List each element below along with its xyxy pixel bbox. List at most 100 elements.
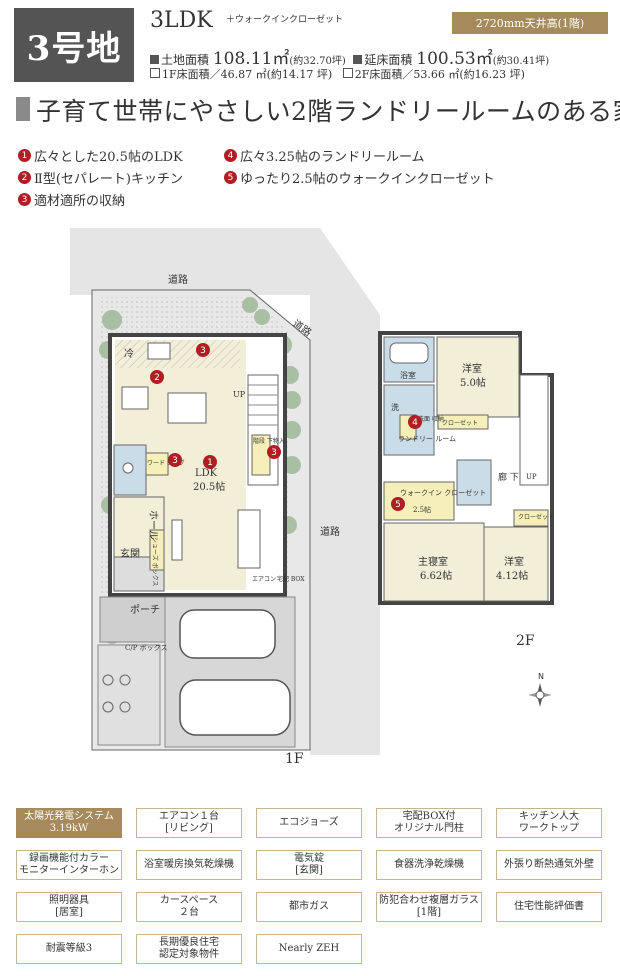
wic-label: ウォークイン クローゼット [400,488,486,497]
ldk-size-label: 20.5帖 [193,480,225,493]
land-area-value: 108.11㎡ [212,49,290,69]
bicycle-icon [102,674,131,713]
marker-4-icon: 4 [224,149,237,162]
bicycle-parking [97,644,161,746]
floor-area-tsubo: (約30.41坪) [492,56,550,67]
car-icon-2 [179,679,291,736]
floor-plan: 道路 道路 道路 冷 UP C/P ボックス LDK 20.5帖 ホ [70,228,554,767]
corridor-label: 廊 下 [498,471,519,483]
tag-intercom: 録画機能付カラー モニターインターホン [16,850,122,880]
tag-solar-power: 太陽光発電システム 3.19kW [16,808,122,838]
marker-3-text: 3 [172,456,178,466]
master-bedroom-size: 6.62帖 [420,569,452,582]
floor-area-breakdown: 1F床面積／46.87 ㎡(約14.17 坪) 2F床面積／53.66 ㎡(約1… [150,66,525,82]
headline: 子育て世帯にやさしい2階ランドリールームのある家 [36,97,620,126]
marker-3-text: 3 [200,346,206,356]
aircon-label: エアコン [252,576,276,583]
entrance-label: 玄関 [120,547,140,560]
stairs-2f-up-label: UP [526,473,537,481]
square-bullet-icon [353,55,363,64]
tag-electric-lock: 電気錠 [玄関] [256,850,362,880]
shoe-box-label: シューズ ボックス [151,537,159,586]
wardrobe-label: ワード ローブ [147,459,185,467]
wash-label: 洗 [391,402,399,412]
stair-treads [248,384,278,426]
porch-label: ポーチ [130,604,160,616]
delivery-box-label: 宅配 BOX [277,575,305,583]
tv-board-icon [171,519,183,561]
porch [99,596,166,643]
feature-text: Ⅱ型(セパレート)キッチン [34,172,183,187]
western-2-label: 洋室 [504,555,524,568]
wic-size-label: 2.5帖 [413,505,431,514]
tag-nearly-zeh: Nearly ZEH [256,934,362,964]
plan-type-sub: ＋ウォークインクローゼット [226,15,344,25]
feature-text: 広々3.25帖のランドリールーム [240,150,425,165]
lot-number-badge: 3号地 [14,8,134,82]
marker-5-icon [391,497,405,511]
marker-3-icon [196,343,210,357]
closet-1 [437,414,489,430]
feature-text: 広々とした20.5帖のLDK [34,150,183,165]
cp-box-label: C/P ボックス [125,644,167,652]
marker-1-text: 1 [207,458,213,468]
marker-5-icon: 5 [224,171,237,184]
land-area-tsubo: (約32.70坪) [289,56,346,67]
western-1-label: 洋室 [462,362,482,375]
marker-4-icon [408,415,422,429]
wardrobe [145,452,169,476]
closet-label: クローゼット [442,419,478,427]
toilet-icon [122,462,134,474]
washroom-storage-label: 洗面 収納 [418,415,444,423]
bath-label: 浴室 [400,370,416,380]
hall-label: ホール [147,510,159,540]
marker-4-text: 4 [412,418,418,428]
tag-lighting: 照明器具 [居室] [16,892,122,922]
floor-2f-label: 2F [516,633,535,649]
first-floor-area: 1F床面積／46.87 ㎡(約14.17 坪) [162,68,333,81]
area-summary: 土地面積 108.11㎡(約32.70坪) 延床面積 100.53㎡(約30.4… [150,44,549,69]
marker-1-icon: 1 [18,149,31,162]
square-outline-icon [342,68,353,78]
road-area [70,228,380,755]
marker-3-icon: 3 [18,193,31,206]
laundry-label: ランドリー ルーム [398,435,456,443]
master-bedroom-label: 主寝室 [418,555,448,568]
western-2-size: 4.12帖 [496,569,528,582]
tag-delivery-box: 宅配BOX付 オリジナル門柱 [376,808,482,838]
toilet-2f [456,459,492,506]
marker-3-text: 3 [271,448,277,458]
car-icon-1 [179,609,276,659]
western-room-2 [483,526,549,602]
western-room-1 [436,336,520,418]
feature-text: ゆったり2.5帖のウォークインクローゼット [240,172,495,187]
plan-markers-1f: 3 2 1 3 3 [150,343,281,469]
tag-seismic-grade: 耐震等級3 [16,934,122,964]
road-label-east: 道路 [320,525,340,538]
plan-markers-2f: 4 5 [391,415,422,511]
compass-icon: N [528,672,552,707]
headline-marker [16,97,30,121]
marker-2-icon: 2 [18,171,31,184]
tag-city-gas: 都市ガス [256,892,362,922]
tag-bath-dryer: 浴室暖房換気乾燥機 [136,850,242,880]
marker-5-text: 5 [395,500,401,510]
shoe-box [149,529,165,571]
marker-2-icon [150,370,164,384]
sink-icon [121,386,149,410]
western-1-size: 5.0帖 [460,376,486,389]
sofa-icon [237,509,261,569]
ceiling-height-badge: 2720mm天井高(1階) [452,12,608,34]
marker-2-text: 2 [154,373,160,383]
fridge-label: 冷 [124,347,134,360]
tag-aircon: エアコン１台 [リビング] [136,808,242,838]
stairs-2f [519,374,549,486]
road-label-north: 道路 [168,273,188,286]
tag-insulation: 外張り断熱通気外壁 [496,850,602,880]
compass-north-label: N [538,672,544,681]
dining-table-icon [167,392,207,424]
